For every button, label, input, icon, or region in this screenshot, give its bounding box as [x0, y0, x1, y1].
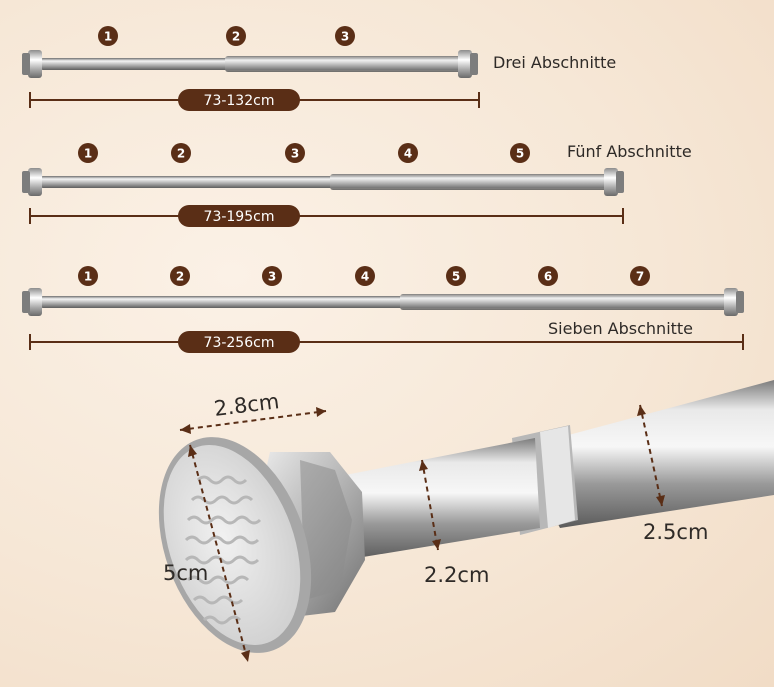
length-range-label: 73-256cm: [204, 335, 275, 351]
inner-tube-label: 2.2cm: [424, 563, 489, 587]
length-range-label: 73-132cm: [204, 93, 275, 109]
segment-badge: 3: [262, 266, 282, 286]
segment-badge: 4: [355, 266, 375, 286]
length-range-bar: 73-195cm: [29, 205, 624, 227]
closeup-detail: 2.8cm 5cm 2.2cm 2.5cm: [158, 380, 774, 663]
svg-text:4: 4: [404, 147, 412, 161]
segment-badge: 1: [78, 266, 98, 286]
section-count-label: Sieben Abschnitte: [548, 319, 693, 338]
rod-seven-sections: 1 2 3 4 5 6 7 Sieben Abschnitte: [22, 266, 744, 353]
svg-text:6: 6: [544, 270, 552, 284]
cap-height-dimension: 5cm: [163, 444, 250, 663]
cap-width-dimension: 2.8cm: [179, 389, 327, 434]
segment-badge: 2: [226, 26, 246, 46]
svg-text:5: 5: [452, 270, 460, 284]
rod-graphic: [22, 50, 478, 78]
segment-badge: 2: [171, 143, 191, 163]
svg-text:5: 5: [516, 147, 524, 161]
svg-text:2: 2: [232, 30, 240, 44]
segment-badge: 1: [98, 26, 118, 46]
section-count-label: Drei Abschnitte: [493, 53, 616, 72]
segment-badge: 6: [538, 266, 558, 286]
segment-badge: 4: [398, 143, 418, 163]
segment-badge: 3: [335, 26, 355, 46]
cap-height-label: 5cm: [163, 561, 208, 585]
segment-badge: 3: [285, 143, 305, 163]
length-range-bar: 73-132cm: [29, 89, 480, 111]
rod-three-sections: 1 2 3 Drei Abschnitte 73-132cm: [22, 26, 616, 111]
svg-text:3: 3: [268, 270, 276, 284]
svg-text:3: 3: [341, 30, 349, 44]
svg-text:2: 2: [177, 147, 185, 161]
rod-graphic: [22, 168, 624, 196]
svg-text:1: 1: [84, 270, 92, 284]
svg-text:7: 7: [636, 270, 644, 284]
cap-width-label: 2.8cm: [213, 389, 281, 421]
svg-text:1: 1: [84, 147, 92, 161]
section-count-label: Fünf Abschnitte: [567, 142, 692, 161]
outer-tube-label: 2.5cm: [643, 520, 708, 544]
svg-text:1: 1: [104, 30, 112, 44]
segment-badge: 7: [630, 266, 650, 286]
rod-graphic: [22, 288, 744, 316]
segment-badge: 2: [170, 266, 190, 286]
length-range-label: 73-195cm: [204, 209, 275, 225]
svg-text:2: 2: [176, 270, 184, 284]
segment-badge: 1: [78, 143, 98, 163]
closeup-rod: [158, 380, 774, 653]
svg-text:3: 3: [291, 147, 299, 161]
outer-tube-dimension: 2.5cm: [637, 404, 708, 544]
length-range-bar: 73-256cm: [29, 331, 744, 353]
inner-tube-dimension: 2.2cm: [419, 459, 489, 587]
segment-badge: 5: [446, 266, 466, 286]
svg-text:4: 4: [361, 270, 369, 284]
segment-badge: 5: [510, 143, 530, 163]
rod-five-sections: 1 2 3 4 5 Fünf Abschnitte 73-195cm: [22, 142, 692, 227]
pad-wave-pattern: [184, 475, 262, 625]
